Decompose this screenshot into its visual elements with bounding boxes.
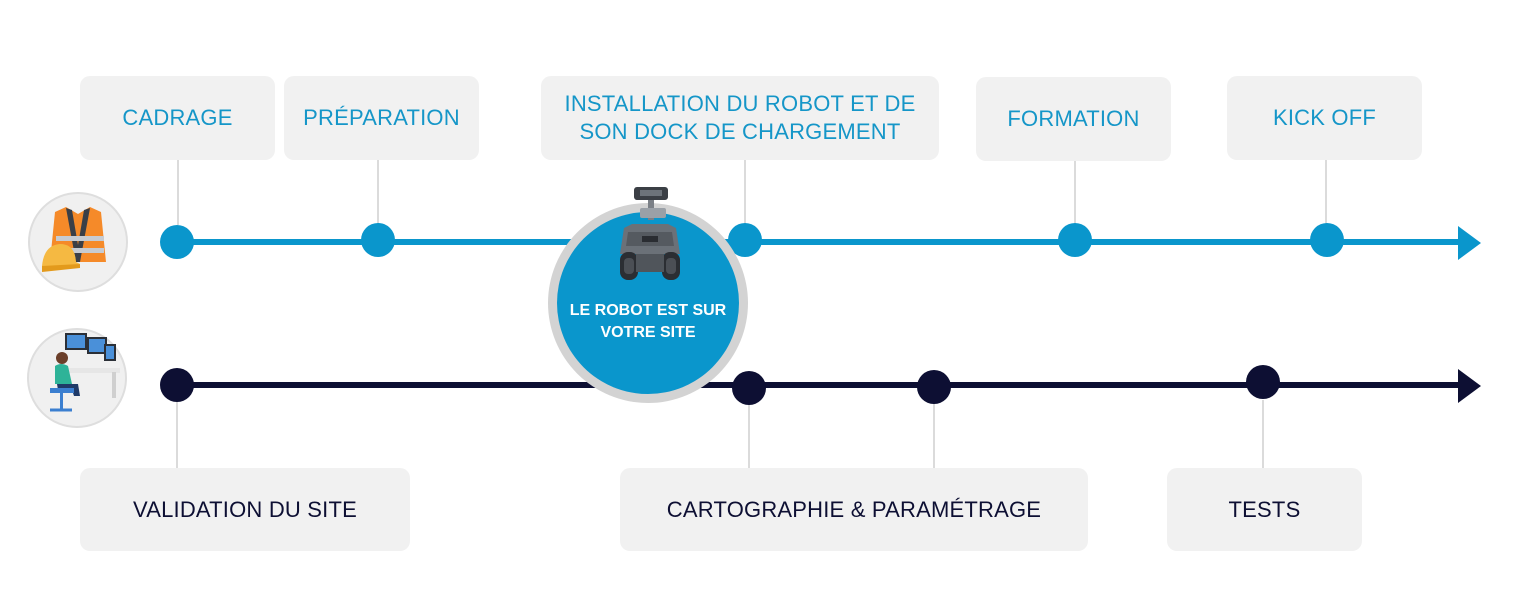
- milestone-validation-du-site: VALIDATION DU SITE: [80, 468, 410, 551]
- operator-workstation-icon: [27, 328, 127, 428]
- top-dot-kickoff: [1310, 223, 1344, 257]
- bottom-track: [160, 365, 1481, 405]
- milestone-cartographie-parametrage: CARTOGRAPHIE & PARAMÉTRAGE: [620, 468, 1088, 551]
- top-connectors: [177, 160, 1327, 225]
- bottom-dot-parametrage: [917, 370, 951, 404]
- milestone-tests: TESTS: [1167, 468, 1362, 551]
- milestone-cadrage: CADRAGE: [80, 76, 275, 160]
- bottom-dot-validation: [160, 368, 194, 402]
- robot-on-site-badge: [548, 203, 748, 403]
- top-dot-cadrage: [160, 225, 194, 259]
- top-dot-installation: [728, 223, 762, 257]
- bottom-track-arrow: [1458, 369, 1481, 403]
- top-dot-preparation: [361, 223, 395, 257]
- bottom-dot-tests: [1246, 365, 1280, 399]
- milestone-label: PRÉPARATION: [303, 105, 460, 130]
- milestone-label: INSTALLATION DU ROBOT ET DE SON DOCK DE …: [564, 91, 916, 144]
- milestone-label: KICK OFF: [1272, 105, 1377, 130]
- top-track-arrow: [1458, 226, 1481, 260]
- top-track: [160, 223, 1481, 260]
- milestone-installation: INSTALLATION DU ROBOT ET DE SON DOCK DE …: [541, 76, 939, 160]
- bottom-dot-cartographie: [732, 371, 766, 405]
- milestone-label: TESTS: [1228, 496, 1301, 522]
- safety-vest-helmet-icon: [28, 192, 128, 292]
- milestone-label: VALIDATION DU SITE: [132, 496, 358, 522]
- top-dot-formation: [1058, 223, 1092, 257]
- milestone-label: CARTOGRAPHIE & PARAMÉTRAGE: [666, 496, 1042, 522]
- milestone-label: CADRAGE: [122, 105, 233, 130]
- milestone-label: FORMATION: [1007, 106, 1140, 131]
- milestone-kick-off: KICK OFF: [1227, 76, 1422, 160]
- robot-icon: [620, 187, 680, 280]
- milestone-preparation: PRÉPARATION: [284, 76, 479, 160]
- robot-on-site-text: LE ROBOT EST SUR VOTRE SITE: [569, 302, 727, 341]
- milestone-formation: FORMATION: [976, 77, 1171, 161]
- bottom-connectors: [176, 400, 1264, 468]
